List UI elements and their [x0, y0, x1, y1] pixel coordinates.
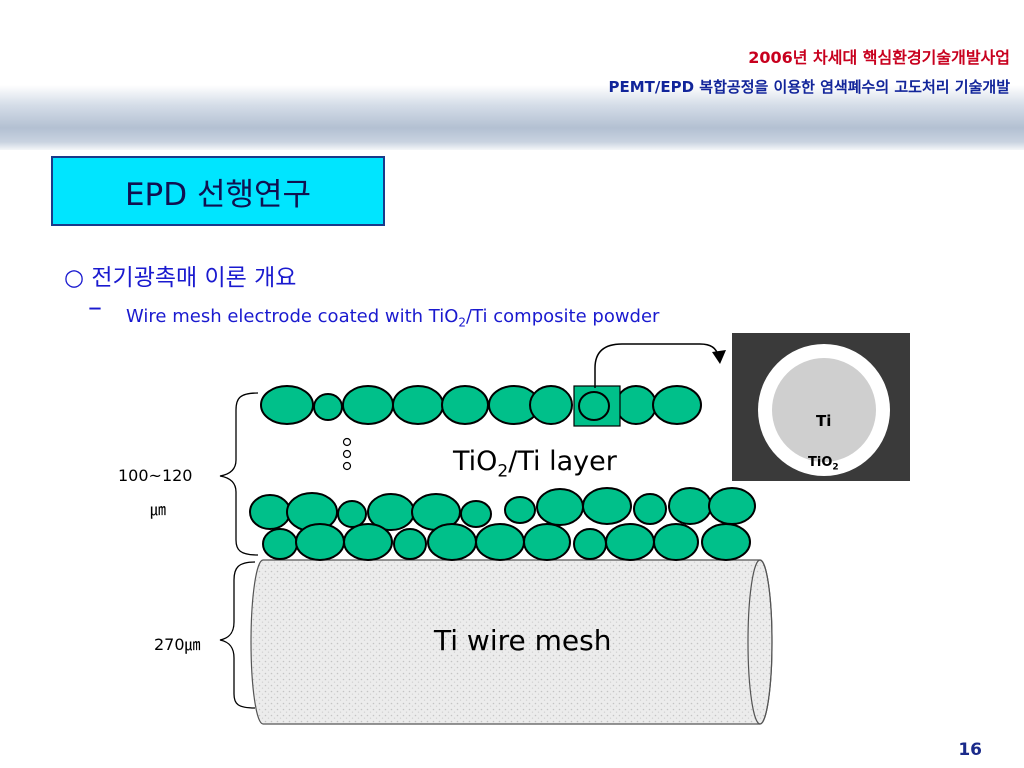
- sub-item-text: Wire mesh electrode coated with TiO2/Ti …: [126, 306, 659, 330]
- particle-shell-sub: 2: [832, 462, 839, 473]
- brace-mesh: [219, 561, 256, 709]
- layer-label-tail: /Ti layer: [508, 446, 617, 477]
- bullet-heading: ○ 전기광촉매 이론 개요: [64, 258, 296, 292]
- sub-text-after: /Ti composite powder: [466, 306, 660, 327]
- ellipsis-dots: [342, 437, 352, 471]
- sub-text-before: Wire mesh electrode coated with TiO: [126, 306, 459, 327]
- highlighted-particle: [578, 391, 610, 421]
- particle-shell-label: TiO2: [808, 455, 839, 473]
- sub-dash: –: [88, 290, 102, 323]
- mesh-thickness-label: 270㎛: [154, 635, 201, 654]
- layer-label-sub: 2: [497, 461, 509, 482]
- particle-row-top: [260, 385, 702, 425]
- sub-text-subscript: 2: [458, 315, 467, 330]
- layer-label: TiO2/Ti layer: [453, 446, 617, 481]
- header-band: [0, 0, 1024, 150]
- header-project-title: 2006년 차세대 핵심환경기술개발사업: [748, 48, 1010, 67]
- particle-shell-main: TiO: [808, 455, 833, 470]
- layer-label-main: TiO: [453, 446, 498, 477]
- brace-layer: [219, 392, 259, 556]
- layer-thickness-value: 100~120: [118, 466, 193, 485]
- bullet-text: 전기광촉매 이론 개요: [91, 265, 297, 291]
- particle-inset: [732, 333, 910, 481]
- bullet-symbol: ○: [64, 265, 85, 291]
- particle-core-label: Ti: [816, 412, 832, 430]
- page-number: 16: [958, 740, 982, 760]
- slide-title-box: EPD 선행연구: [51, 156, 385, 226]
- slide-title: EPD 선행연구: [124, 176, 312, 213]
- wire-mesh-cylinder: [250, 559, 773, 725]
- mesh-label: Ti wire mesh: [434, 624, 612, 657]
- particle-row-middle: [249, 487, 756, 532]
- particle-row-bottom: [262, 523, 751, 561]
- header-project-subtitle: PEMT/EPD 복합공정을 이용한 염색폐수의 고도처리 기술개발: [608, 78, 1010, 96]
- layer-thickness-unit: ㎛: [150, 500, 167, 519]
- connector-arrow: [594, 343, 719, 388]
